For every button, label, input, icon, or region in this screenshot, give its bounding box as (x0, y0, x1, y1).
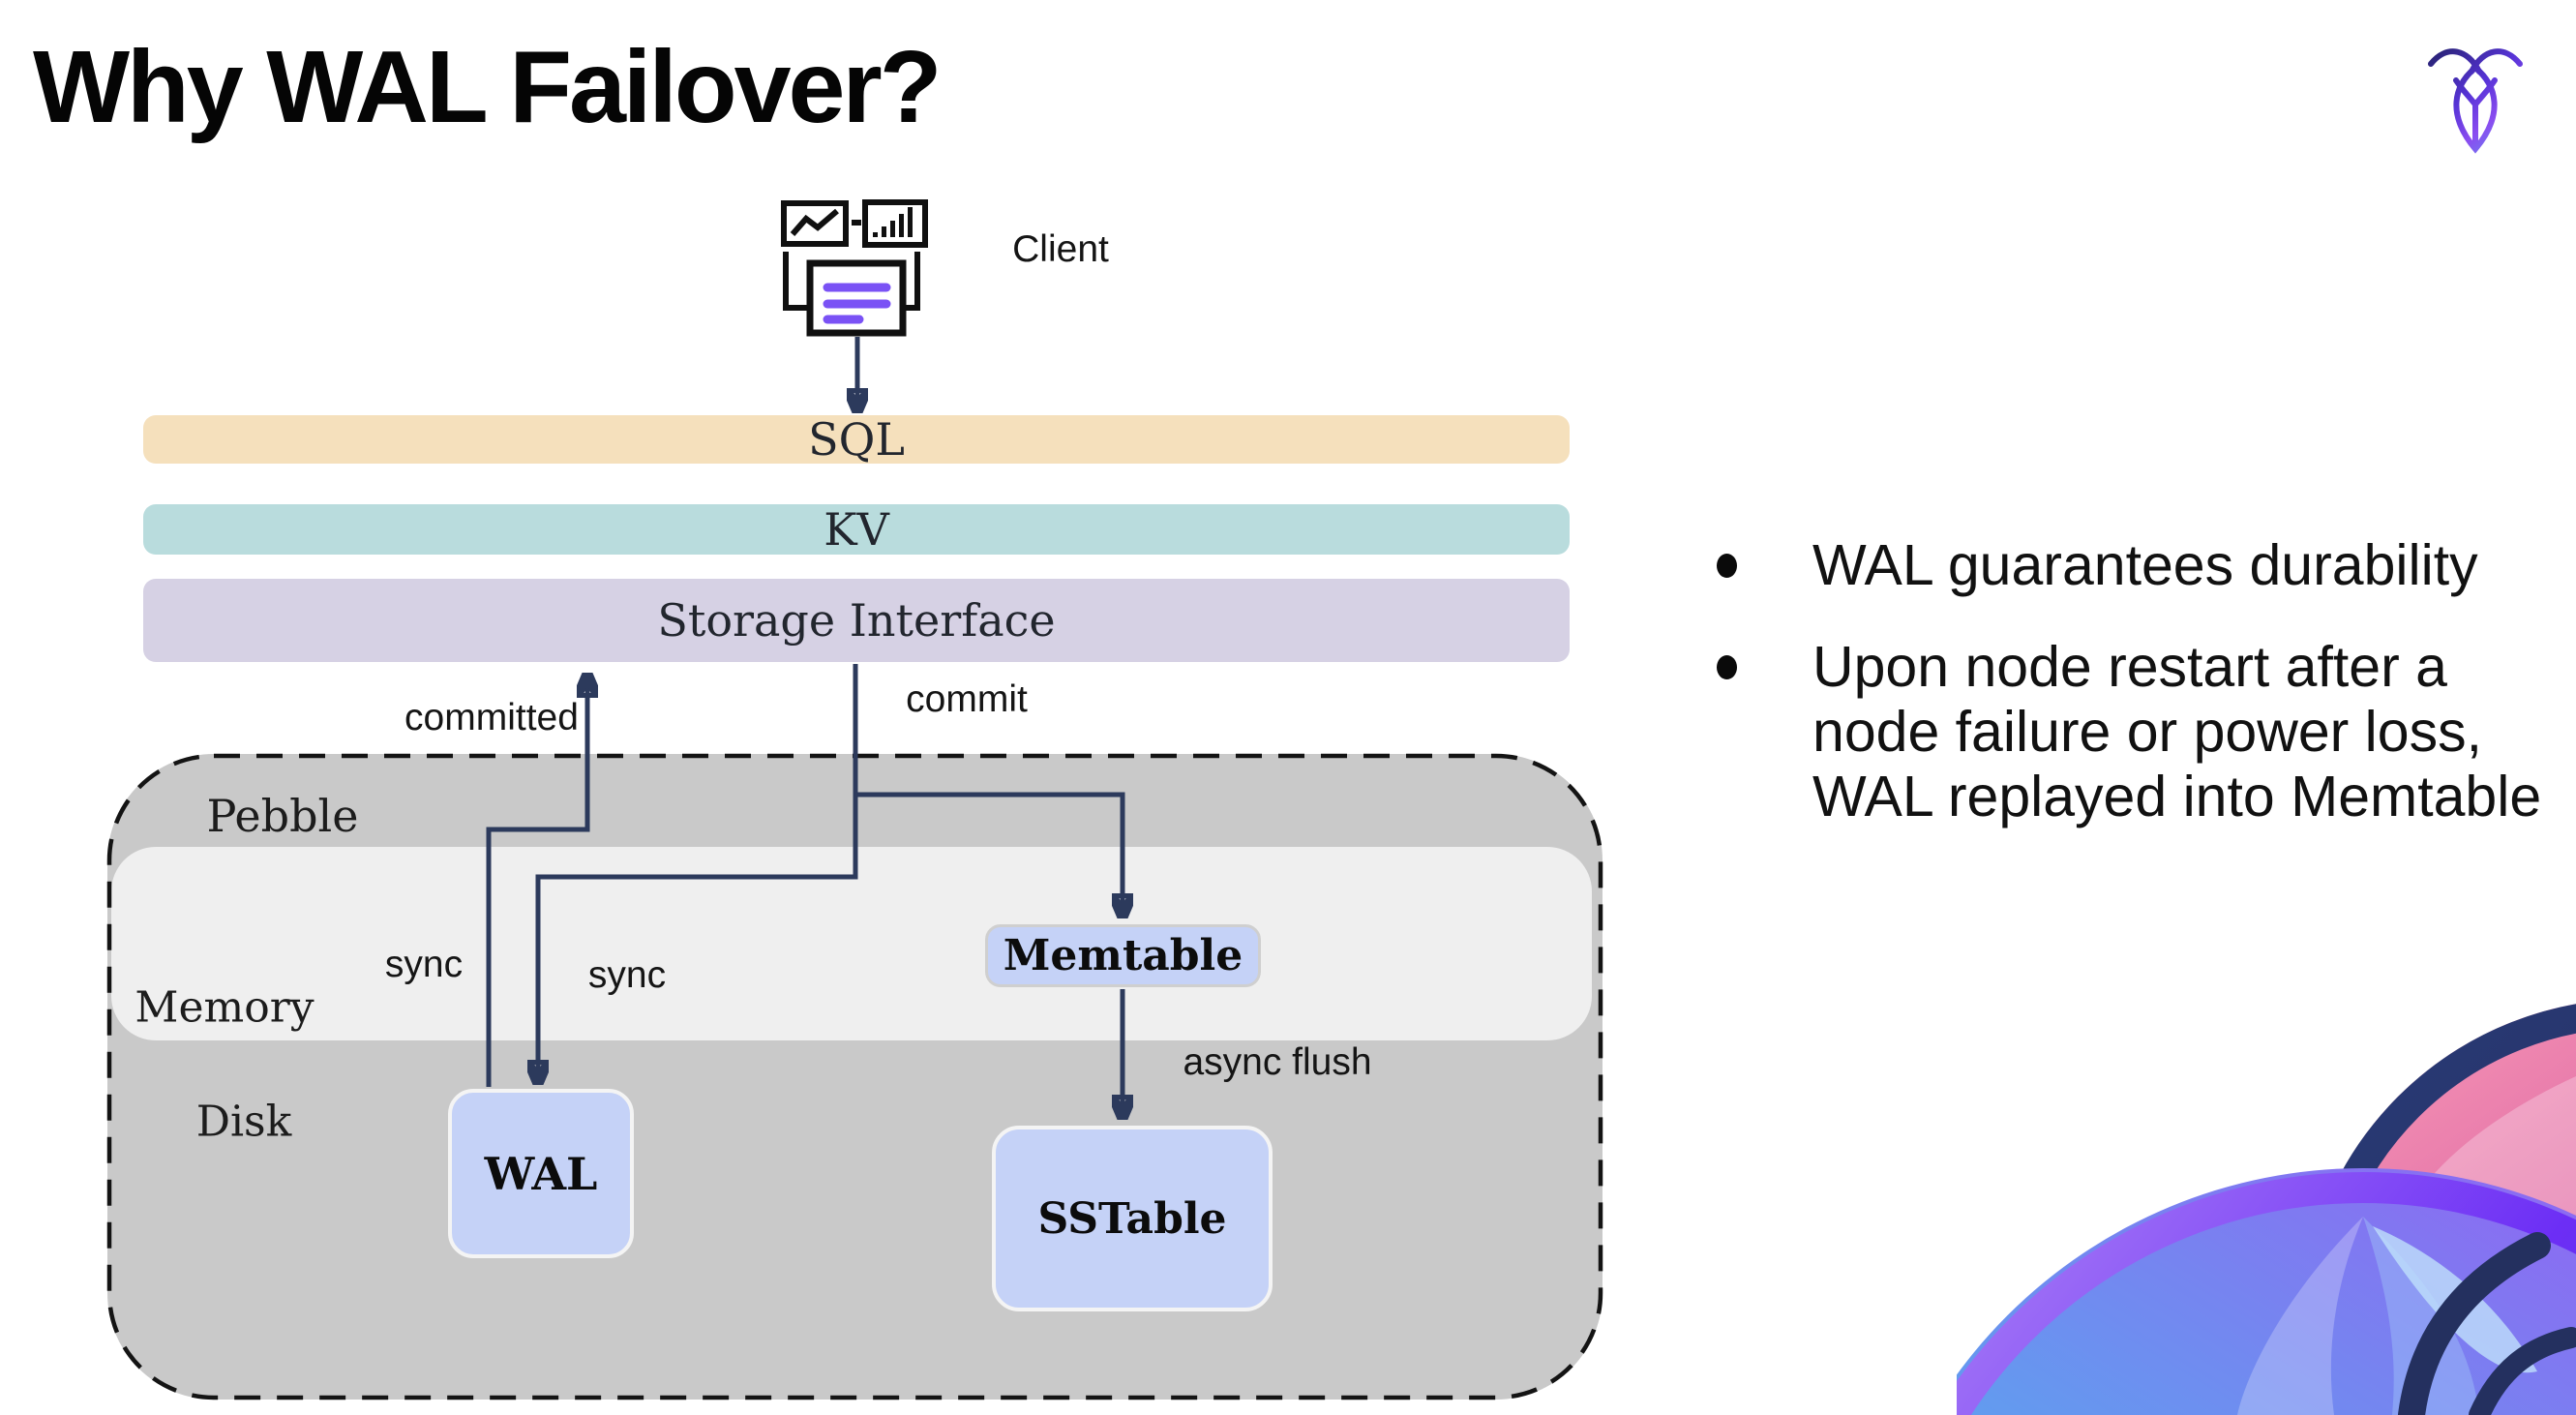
wal-label: WAL (484, 1147, 598, 1200)
layer-bar-storage-interface: Storage Interface (143, 579, 1570, 662)
bullet-line: Upon node restart after a (1812, 635, 2447, 699)
wal-box: WAL (448, 1089, 634, 1258)
purple-rim (1957, 1172, 2576, 1415)
bullet-list: WAL guarantees durability Upon node rest… (1689, 533, 2541, 829)
memtable-box: Memtable (985, 924, 1261, 987)
bracket-left (783, 252, 811, 311)
bullet-line: WAL replayed into Memtable (1812, 765, 2542, 828)
page-title: Why WAL Failover? (33, 30, 942, 144)
async-flush-label: async flush (1183, 1041, 1372, 1083)
bullet-item: WAL guarantees durability (1689, 533, 2541, 598)
cockroachdb-logo-icon (2428, 48, 2523, 154)
brand-corner-art (1957, 1004, 2576, 1415)
disk-label: Disk (195, 1097, 292, 1147)
memory-label: Memory (135, 982, 315, 1033)
sync-right-label: sync (587, 954, 667, 996)
committed-label: committed (404, 697, 579, 738)
bullet-line: node failure or power loss, (1812, 700, 2482, 764)
sstable-box: SSTable (992, 1126, 1273, 1311)
bullet-text: Upon node restart after a node failure o… (1812, 635, 2541, 829)
layer-bar-kv: KV (143, 503, 1570, 556)
layer-bar-sql-label: SQL (808, 413, 905, 466)
bullet-dot (1717, 655, 1737, 679)
bullet-item: Upon node restart after a node failure o… (1689, 635, 2541, 829)
bullet-text: WAL guarantees durability (1812, 533, 2478, 598)
memtable-label: Memtable (1003, 931, 1243, 980)
commit-label: commit (906, 678, 1028, 720)
bullet-line: WAL guarantees durability (1812, 533, 2478, 597)
bullet-dot (1717, 554, 1737, 578)
layer-bar-sql: SQL (143, 413, 1570, 466)
memory-band (111, 847, 1592, 1040)
layer-bar-kv-label: KV (824, 503, 889, 556)
client-devices-icon (781, 199, 928, 337)
sstable-label: SSTable (1037, 1193, 1227, 1244)
sync-left-label: sync (384, 944, 464, 985)
pebble-label: Pebble (206, 790, 359, 842)
layer-bar-storage-label: Storage Interface (657, 594, 1056, 647)
client-label: Client (1012, 228, 1109, 270)
